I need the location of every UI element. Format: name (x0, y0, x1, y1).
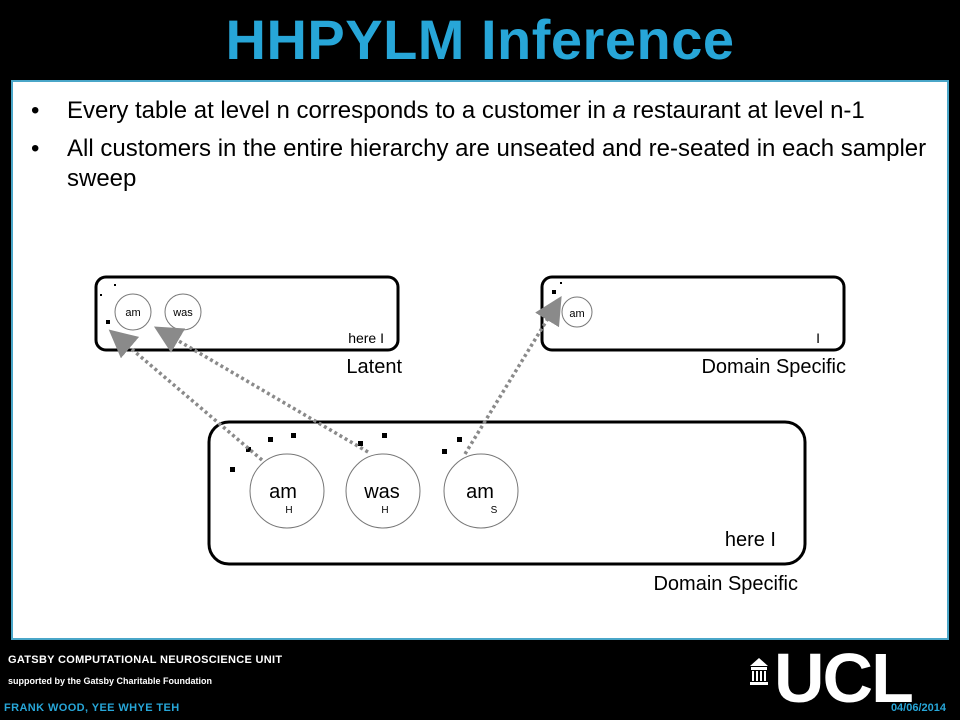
footer-authors: FRANK WOOD, YEE WHYE TEH (4, 702, 180, 714)
domain-top-table-am-label: am (569, 308, 584, 320)
customer-dot (230, 467, 235, 472)
customer-dot (442, 449, 447, 454)
bullet-item: All customers in the entire hierarchy ar… (31, 134, 941, 194)
ucl-wordmark: UCL (774, 639, 914, 717)
latent-context-label: here I (348, 330, 384, 346)
domain-bottom-restaurant: am H was H am S here I Domain Specific (207, 420, 807, 595)
arrow-was-to-latent (153, 326, 369, 454)
customer-dot (268, 437, 273, 442)
latent-table-was-label: was (172, 307, 193, 319)
latent-table-am-label: am (125, 307, 140, 319)
bottom-table-am-s (443, 453, 519, 529)
bottom-table-tag: S (491, 505, 498, 516)
latent-caption: Latent (346, 356, 402, 378)
domain-top-table-am (561, 296, 593, 328)
title-bar: HHPYLM Inference (0, 0, 960, 80)
customer-dot (114, 284, 116, 286)
customer-dot (291, 433, 296, 438)
domain-bottom-context-label: here I (725, 529, 776, 551)
customer-dot (560, 282, 562, 284)
bottom-table-word: am (269, 481, 297, 503)
domain-bottom-caption: Domain Specific (653, 573, 798, 595)
customer-dot (382, 433, 387, 438)
bullet-item: Every table at level n corresponds to a … (31, 96, 941, 126)
slide-title: HHPYLM Inference (225, 8, 735, 71)
domain-top-context-label: I (816, 330, 820, 346)
customer-dot (106, 320, 110, 324)
bottom-table-was-h (345, 453, 421, 529)
customer-dot (552, 290, 556, 294)
customer-dot (457, 437, 462, 442)
customer-dot (358, 441, 363, 446)
footer-date: 04/06/2014 (890, 702, 946, 714)
ucl-logo: UCL (748, 639, 928, 717)
bottom-table-word: am (466, 481, 494, 503)
bottom-table-tag: H (381, 505, 388, 516)
latent-restaurant: am was here I Latent (94, 275, 402, 378)
arrow-am-to-latent (108, 329, 264, 462)
footer-support-note: supported by the Gatsby Charitable Found… (8, 676, 213, 686)
bullet-list: Every table at level n corresponds to a … (31, 96, 941, 202)
seating-arrows (108, 296, 562, 462)
customer-dot (246, 447, 251, 452)
domain-top-caption: Domain Specific (701, 356, 846, 378)
bottom-table-tag: H (285, 505, 292, 516)
domain-top-restaurant: am I Domain Specific (540, 275, 846, 378)
bottom-table-am-h (249, 453, 325, 529)
footer: GATSBY COMPUTATIONAL NEUROSCIENCE UNIT s… (0, 639, 960, 720)
customer-dot (100, 294, 102, 296)
bottom-table-word: was (363, 481, 400, 503)
portico-icon (750, 658, 768, 685)
footer-unit-name: GATSBY COMPUTATIONAL NEUROSCIENCE UNIT (8, 654, 283, 666)
